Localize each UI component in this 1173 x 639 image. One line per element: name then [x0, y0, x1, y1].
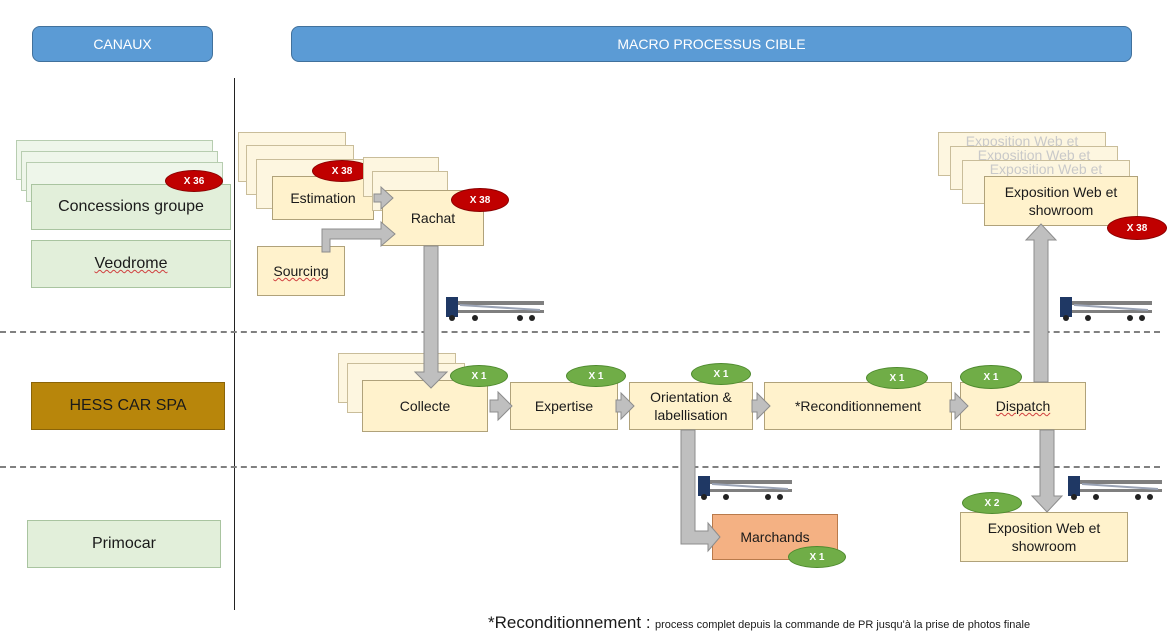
orientation-label: Orientation & labellisation [650, 389, 732, 423]
header-macro-label: MACRO PROCESSUS CIBLE [617, 36, 806, 52]
process-reconditionnement: *Reconditionnement [764, 382, 952, 430]
badge-expertise-label: X 1 [588, 370, 604, 382]
channel-concessions-label: Concessions groupe [58, 198, 204, 215]
badge-expertise: X 1 [566, 365, 626, 387]
badge-collecte: X 1 [450, 365, 508, 387]
reconditionnement-label: *Reconditionnement [794, 398, 922, 414]
channel-primocar-label: Primocar [91, 535, 156, 552]
collecte-label: Collecte [399, 398, 451, 414]
badge-concessions: X 36 [165, 170, 223, 192]
exposition-ghost-label-2: Exposition Web et [977, 147, 1091, 163]
process-sourcing: Sourcing [257, 246, 345, 296]
process-expertise: Expertise [510, 382, 618, 430]
process-estimation: Estimation [272, 176, 374, 220]
channel-separator-line [234, 78, 235, 610]
exposition-top-label: Exposition Web et showroom [1004, 184, 1118, 218]
badge-orientation-label: X 1 [713, 368, 729, 380]
header-canaux-label: CANAUX [93, 36, 152, 52]
exposition-bottom-label: Exposition Web et showroom [987, 520, 1101, 554]
truck-icon-2 [1060, 297, 1152, 321]
exposition-ghost-label-3: Exposition Web et [989, 161, 1103, 177]
channel-veodrome-label: Veodrome [94, 255, 168, 272]
badge-exposition-top: X 38 [1107, 216, 1167, 240]
channel-concessions-groupe: Concessions groupe [31, 184, 231, 230]
rachat-label: Rachat [410, 210, 456, 226]
badge-reconditionnement: X 1 [866, 367, 928, 389]
expertise-label: Expertise [534, 398, 594, 414]
process-exposition-bottom: Exposition Web et showroom [960, 512, 1128, 562]
channel-hess-car-spa: HESS CAR SPA [31, 382, 225, 430]
channel-primocar: Primocar [27, 520, 221, 568]
channel-hess-label: HESS CAR SPA [69, 397, 187, 414]
dispatch-label: Dispatch [995, 398, 1051, 414]
process-dispatch: Dispatch [960, 382, 1086, 430]
badge-collecte-label: X 1 [471, 370, 487, 382]
badge-orientation: X 1 [691, 363, 751, 385]
process-collecte: Collecte [362, 380, 488, 432]
truck-icon-1 [446, 297, 544, 321]
marchands-label: Marchands [740, 529, 810, 545]
process-marchands: Marchands [712, 514, 838, 560]
footnote-term: *Reconditionnement : [488, 613, 651, 632]
badge-marchands: X 1 [788, 546, 846, 568]
arrow-dispatch-exposition-top [1024, 223, 1058, 383]
badge-rachat-label: X 38 [469, 194, 491, 206]
footnote: *Reconditionnement : process complet dep… [488, 613, 1173, 635]
badge-estimation-label: X 38 [331, 165, 353, 177]
badge-dispatch-label: X 1 [983, 371, 999, 383]
badge-concessions-label: X 36 [183, 175, 205, 187]
process-orientation: Orientation & labellisation [629, 382, 753, 430]
lane-divider-bottom [0, 466, 1160, 468]
lane-divider-top [0, 331, 1160, 333]
badge-rachat: X 38 [451, 188, 509, 212]
badge-marchands-label: X 1 [809, 551, 825, 563]
sourcing-label: Sourcing [273, 263, 329, 279]
badge-reconditionnement-label: X 1 [889, 372, 905, 384]
truck-icon-4 [1068, 476, 1162, 500]
estimation-label: Estimation [290, 190, 356, 206]
badge-exposition-bottom: X 2 [962, 492, 1022, 514]
arrow-collecte-expertise [489, 390, 513, 422]
process-exposition-top: Exposition Web et showroom [984, 176, 1138, 226]
badge-estimation: X 38 [312, 160, 372, 182]
badge-exposition-top-label: X 38 [1126, 222, 1148, 234]
badge-exposition-bottom-label: X 2 [984, 497, 1000, 509]
exposition-ghost-label-1: Exposition Web et [965, 133, 1079, 149]
badge-dispatch: X 1 [960, 365, 1022, 389]
truck-icon-3 [698, 476, 792, 500]
channel-veodrome: Veodrome [31, 240, 231, 288]
arrow-dispatch-exposition-bottom [1030, 429, 1064, 513]
header-macro-processus: MACRO PROCESSUS CIBLE [291, 26, 1132, 62]
header-canaux: CANAUX [32, 26, 213, 62]
footnote-text: process complet depuis la commande de PR… [655, 619, 1031, 631]
